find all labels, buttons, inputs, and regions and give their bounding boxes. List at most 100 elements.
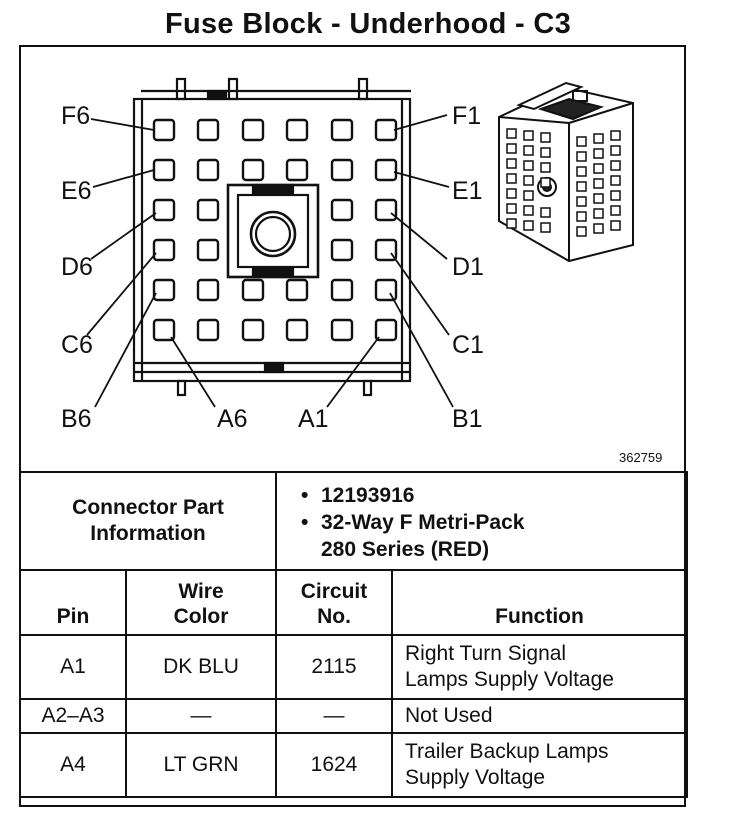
function-line2: Supply Voltage: [405, 766, 546, 789]
iso-pin-cell: [523, 175, 534, 186]
leader-line-e1: [393, 171, 450, 188]
table-header-row: Pin Wire Color Circuit No. Function: [19, 569, 688, 636]
pin-cavity-f2: [330, 118, 354, 142]
page-title: Fuse Block - Underhood - C3: [164, 8, 572, 40]
leader-line-f1: [393, 114, 448, 131]
iso-pin-cell: [523, 190, 534, 201]
pin-cavity-b4: [241, 278, 265, 302]
cell-function: Right Turn Signal Lamps Supply Voltage: [391, 634, 688, 700]
label-a1: A1: [298, 405, 329, 433]
iso-pin-cell: [610, 220, 621, 231]
iso-pin-cell: [506, 218, 517, 229]
iso-pin-cell: [506, 158, 517, 169]
pin-cavity-c6: [152, 238, 176, 262]
leader-line-f6: [90, 118, 155, 131]
pin-cavity-f5: [196, 118, 220, 142]
header-circuit: Circuit No.: [275, 569, 393, 636]
header-wire-color: Wire Color: [125, 569, 277, 636]
iso-pin-cell: [593, 223, 604, 234]
label-e6: E6: [61, 177, 92, 205]
table-row: A2–A3 — — Not Used: [19, 698, 688, 734]
pin-cavity-d1: [374, 198, 398, 222]
label-b6: B6: [61, 405, 92, 433]
leader-line-a6: [170, 336, 216, 408]
function-line1: Trailer Backup Lamps: [405, 740, 609, 763]
iso-pin-cell: [576, 226, 587, 237]
cell-function: Not Used: [391, 698, 688, 734]
pin-cavity-a6: [152, 318, 176, 342]
iso-pin-cell: [593, 178, 604, 189]
cell-function: Trailer Backup Lamps Supply Voltage: [391, 732, 688, 798]
pin-cavity-a2: [330, 318, 354, 342]
iso-pin-cell: [576, 211, 587, 222]
iso-pin-cell: [610, 205, 621, 216]
cell-circuit: 1624: [275, 732, 393, 798]
iso-pin-cell: [540, 222, 551, 233]
pin-cavity-e6: [152, 158, 176, 182]
connector-housing: [132, 97, 412, 383]
cell-circuit: —: [275, 698, 393, 734]
label-b1: B1: [452, 405, 483, 433]
description-line1: 32-Way F Metri-Pack: [321, 511, 525, 534]
iso-pin-cell: [523, 160, 534, 171]
cell-pin: A2–A3: [19, 698, 127, 734]
iso-pin-cell: [610, 160, 621, 171]
iso-pin-cell: [540, 132, 551, 143]
iso-pin-cell: [576, 181, 587, 192]
iso-pin-cell: [576, 151, 587, 162]
pin-cavity-a3: [285, 318, 309, 342]
pin-cavity-e1: [374, 158, 398, 182]
cell-wire-color: LT GRN: [125, 732, 277, 798]
label-f1: F1: [452, 102, 481, 130]
label-d1: D1: [452, 253, 484, 281]
pin-cavity-f3: [285, 118, 309, 142]
table-row: A4 LT GRN 1624 Trailer Backup Lamps Supp…: [19, 732, 688, 798]
label-e1: E1: [452, 177, 483, 205]
iso-pin-cell: [540, 177, 551, 188]
cell-pin: A4: [19, 732, 127, 798]
cpi-label-line1: Connector Part: [72, 496, 224, 519]
iso-pin-cell: [506, 203, 517, 214]
cell-wire-color: DK BLU: [125, 634, 277, 700]
center-boss: [226, 183, 320, 279]
pin-cavity-c2: [330, 238, 354, 262]
pin-cavity-b5: [196, 278, 220, 302]
pin-cavity-f4: [241, 118, 265, 142]
leader-line-c1: [390, 252, 450, 336]
label-a6: A6: [217, 405, 248, 433]
pin-cavity-a5: [196, 318, 220, 342]
iso-pin-cell: [576, 196, 587, 207]
iso-pin-cell: [576, 136, 587, 147]
pin-cavities: [152, 118, 398, 342]
diagram-frame: [19, 45, 686, 807]
iso-pin-cell: [593, 208, 604, 219]
header-pin: Pin: [19, 569, 127, 636]
cell-wire-color: —: [125, 698, 277, 734]
iso-pin-cell: [506, 128, 517, 139]
pin-cavity-c1: [374, 238, 398, 262]
header-function: Function: [391, 569, 688, 636]
iso-pin-cell: [593, 193, 604, 204]
cpi-label-line2: Information: [90, 522, 206, 545]
iso-pin-cell: [540, 162, 551, 173]
connector-part-info-values: 12193916 32-Way F Metri-Pack 280 Series …: [275, 471, 688, 571]
iso-pin-cell: [506, 143, 517, 154]
pin-cavity-a1: [374, 318, 398, 342]
leader-line-c6: [86, 252, 157, 336]
header-circuit-line1: Circuit: [300, 580, 368, 603]
leader-line-d6: [90, 212, 157, 260]
isometric-pin-cells: [506, 128, 621, 237]
leader-lines: [86, 114, 454, 408]
description-line2: 280 Series (RED): [321, 538, 490, 561]
pin-cavity-b3: [285, 278, 309, 302]
leader-line-e6: [92, 169, 155, 188]
iso-pin-cell: [610, 190, 621, 201]
leader-line-b6: [94, 292, 157, 408]
pin-cavity-f6: [152, 118, 176, 142]
header-wire-line1: Wire: [178, 580, 224, 603]
iso-pin-cell: [610, 175, 621, 186]
pin-cavity-e5: [196, 158, 220, 182]
connector-isometric-view: [498, 81, 634, 263]
pin-cavity-b6: [152, 278, 176, 302]
leader-line-d1: [390, 212, 448, 260]
